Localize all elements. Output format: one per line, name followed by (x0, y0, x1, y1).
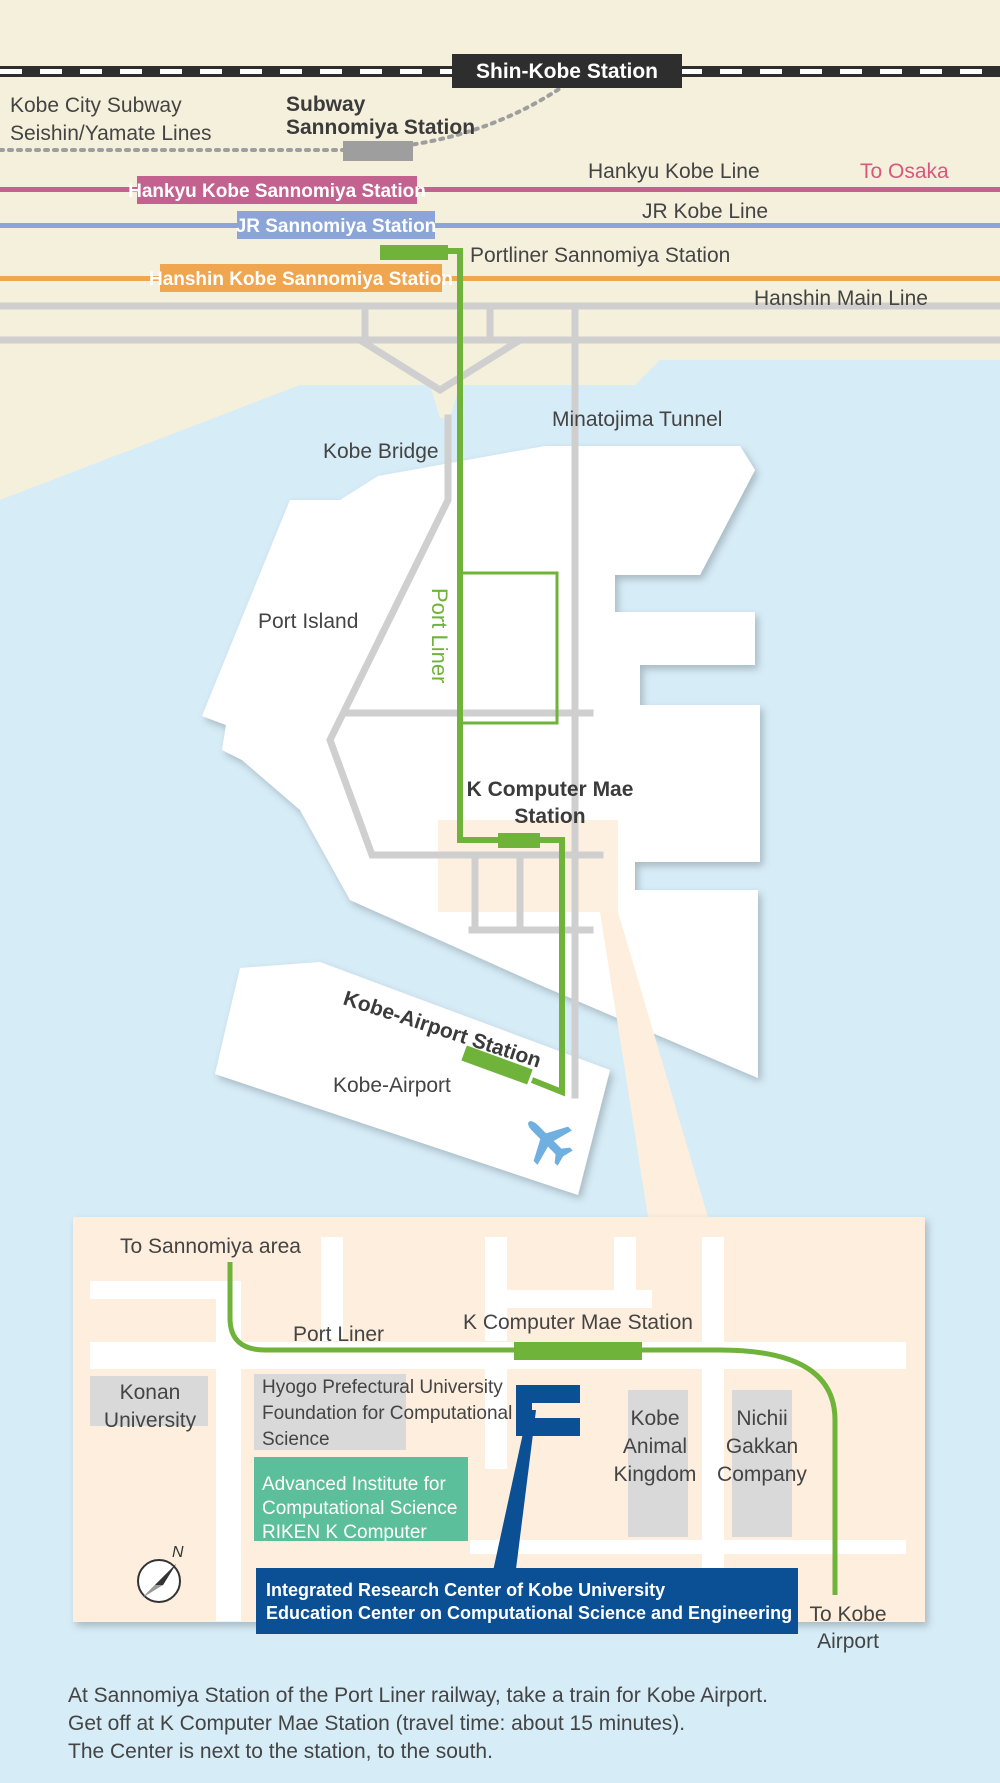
hyogo-university-label: Hyogo Prefectural University (262, 1377, 503, 1398)
kobe-airport-station-mark (461, 1045, 533, 1085)
aics-label-3: RIKEN K Computer (262, 1522, 427, 1543)
aics-building (254, 1457, 468, 1541)
to-kobe-airport-label-2: Airport (817, 1630, 879, 1653)
inset-callout (600, 912, 708, 1217)
nichii-gakkan-label-2: Gakkan (726, 1435, 798, 1458)
port-island-label: Port Island (258, 610, 358, 633)
aics-label: Advanced Institute for (262, 1474, 446, 1495)
jr-station-badge (237, 211, 435, 239)
mainland (0, 0, 1000, 500)
hankyu-line (0, 187, 1000, 192)
shin-kobe-station-badge (452, 54, 682, 88)
nichii-gakkan-label-3: Company (717, 1463, 807, 1486)
directions-line-3: The Center is next to the station, to th… (68, 1740, 493, 1763)
kobe-animal-kingdom-label: Kobe (630, 1407, 679, 1430)
mainland-roads (0, 302, 1000, 395)
directions-line-1: At Sannomiya Station of the Port Liner r… (68, 1684, 768, 1707)
center-label-box (256, 1568, 798, 1634)
inset-station-mark (514, 1342, 642, 1360)
subway-station-mark (343, 141, 413, 161)
subway-line-label-2: Seishin/Yamate Lines (10, 122, 212, 145)
to-sannomiya-label: To Sannomiya area (120, 1235, 301, 1258)
north-arrow-icon (137, 1559, 181, 1603)
center-pointer (490, 1410, 536, 1585)
kobe-airport-label: Kobe-Airport (333, 1074, 451, 1097)
shin-kobe-station-label: Shin-Kobe Station (476, 60, 658, 83)
kobe-animal-kingdom-label-2: Animal (623, 1435, 687, 1458)
directions-line-2: Get off at K Computer Mae Station (trave… (68, 1712, 685, 1735)
to-kobe-airport-label: To Kobe (809, 1603, 886, 1626)
konan-university-label: Konan (120, 1381, 181, 1404)
inset-port-liner-line (227, 1262, 838, 1595)
hanshin-station-label: Hanshin Kobe Sannomiya Station (149, 269, 453, 290)
hanshin-station-badge (160, 264, 442, 292)
minatojima-tunnel-label: Minatojima Tunnel (552, 408, 722, 431)
jr-line (0, 223, 1000, 228)
hankyu-line-label: Hankyu Kobe Line (588, 160, 760, 183)
portliner-sannomiya-label: Portliner Sannomiya Station (470, 244, 730, 267)
inset-buildings (90, 1374, 792, 1537)
subway-station-label-2: Sannomiya Station (286, 116, 475, 139)
hanshin-line-label: Hanshin Main Line (754, 287, 928, 310)
konan-university-label-2: University (104, 1409, 197, 1432)
center-label: Integrated Research Center of Kobe Unive… (266, 1580, 665, 1600)
nichii-gakkan-label: Nichii (736, 1407, 787, 1430)
aics-label-2: Computational Science (262, 1498, 457, 1519)
jr-station-label: JR Sannomiya Station (236, 216, 437, 237)
to-osaka-label: To Osaka (860, 160, 949, 183)
inset-station-label: K Computer Mae Station (463, 1311, 693, 1334)
subway-line-label: Kobe City Subway (10, 94, 182, 117)
kobe-animal-kingdom-label-3: Kingdom (614, 1463, 697, 1486)
center-label-2: Education Center on Computational Scienc… (266, 1603, 792, 1623)
kobe-bridge-label: Kobe Bridge (323, 440, 439, 463)
hankyu-station-badge (137, 176, 417, 204)
hanshin-line (0, 276, 1000, 281)
subway-station-label: Subway (286, 93, 366, 116)
port-island (202, 446, 760, 1078)
north-label: N (172, 1544, 184, 1561)
island-roads (326, 302, 604, 1099)
airplane-icon (528, 1121, 573, 1166)
port-liner-vertical-label: Port Liner (427, 588, 452, 683)
airport-island (215, 962, 610, 1195)
portliner-sannomiya-station-mark (380, 245, 448, 260)
hyogo-university-label-3: Science (262, 1429, 330, 1450)
jr-line-label: JR Kobe Line (642, 200, 768, 223)
k-computer-mae-station-mark (498, 833, 540, 848)
k-computer-mae-label: K Computer Mae (467, 778, 634, 801)
k-computer-mae-label-2: Station (514, 805, 585, 828)
inset-port-liner-label: Port Liner (293, 1323, 384, 1346)
hankyu-station-label: Hankyu Kobe Sannomiya Station (128, 181, 426, 202)
hyogo-university-label-2: Foundation for Computational (262, 1403, 512, 1424)
